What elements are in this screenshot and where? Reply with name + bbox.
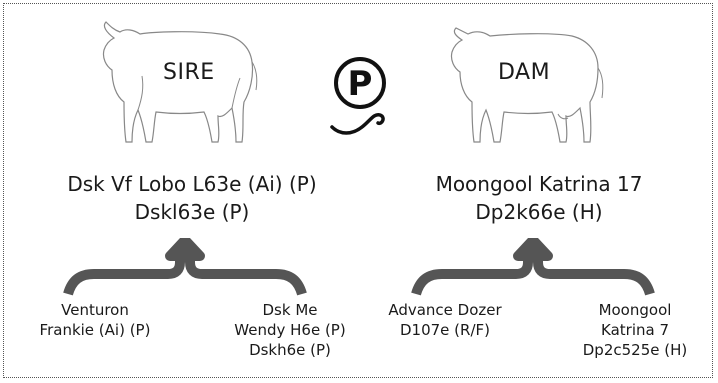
gp-line: Moongool <box>598 301 672 319</box>
gp-line: Advance Dozer <box>388 301 502 319</box>
dam-sire-grandparent: Advance Dozer D107e (R/F) <box>370 300 520 340</box>
sire-name: Dsk Vf Lobo L63e (Ai) (P) Dskl63e (P) <box>22 170 362 226</box>
gp-line: Wendy H6e (P) <box>234 321 346 339</box>
gp-line: Dsk Me <box>262 301 318 319</box>
dam-name: Moongool Katrina 17 Dp2k66e (H) <box>369 170 709 226</box>
dam-cow-icon <box>450 27 604 143</box>
dam-name-line2: Dp2k66e (H) <box>475 200 603 224</box>
dam-brace-arrow <box>411 238 655 296</box>
gp-line: Frankie (Ai) (P) <box>39 321 151 339</box>
gp-line: D107e (R/F) <box>400 321 490 339</box>
sire-name-line1: Dsk Vf Lobo L63e (Ai) (P) <box>67 172 317 196</box>
sire-label: SIRE <box>163 60 215 85</box>
dam-name-line1: Moongool Katrina 17 <box>435 172 643 196</box>
polled-letter: P <box>348 64 373 104</box>
sire-name-line2: Dskl63e (P) <box>134 200 250 224</box>
sire-dam-grandparent: Dsk Me Wendy H6e (P) Dskh6e (P) <box>210 300 370 360</box>
gp-line: Dp2c525e (H) <box>582 341 688 359</box>
polled-p-icon: P <box>330 57 386 135</box>
pedigree-frame <box>3 3 713 378</box>
sire-bull-icon <box>102 21 258 143</box>
gp-line: Katrina 7 <box>601 321 669 339</box>
sire-sire-grandparent: Venturon Frankie (Ai) (P) <box>20 300 170 340</box>
gp-line: Venturon <box>61 301 129 319</box>
gp-line: Dskh6e (P) <box>249 341 331 359</box>
dam-dam-grandparent: Moongool Katrina 7 Dp2c525e (H) <box>565 300 705 360</box>
sire-brace-arrow <box>63 238 307 296</box>
dam-label: DAM <box>498 60 551 85</box>
